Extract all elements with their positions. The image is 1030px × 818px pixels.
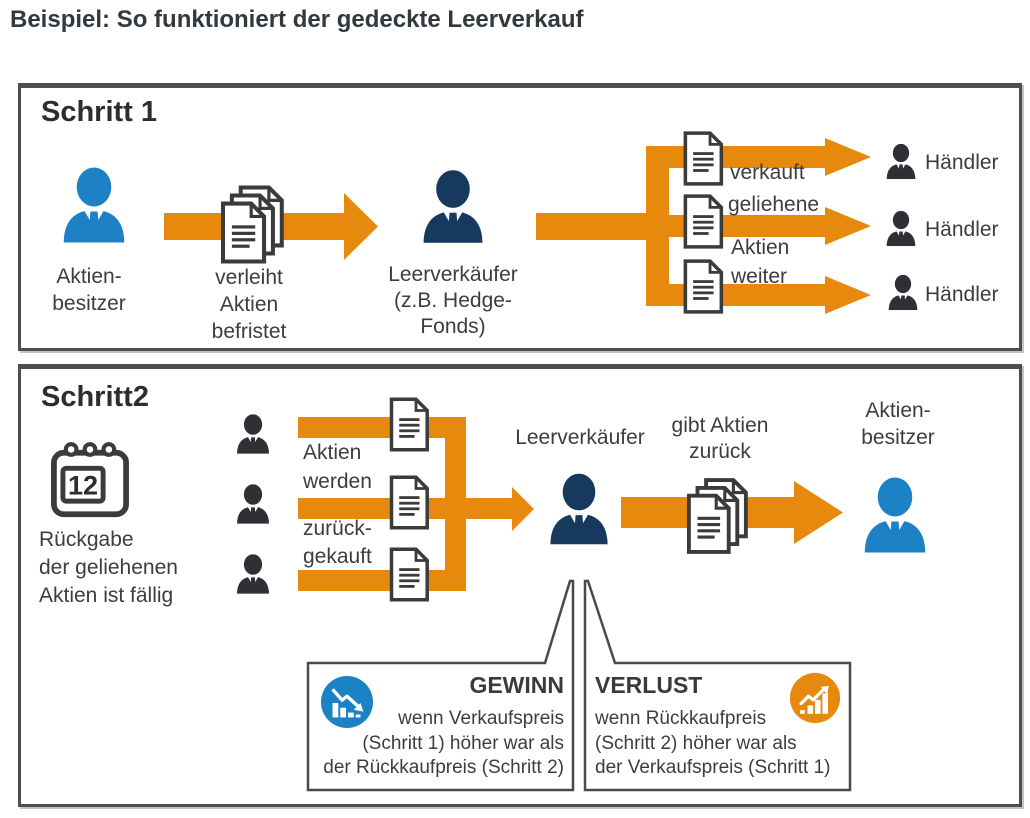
trader-person-icon xyxy=(884,202,918,255)
buyback-word: Aktien xyxy=(303,441,362,464)
trader-label: Händler xyxy=(925,151,999,174)
sell-word: geliehene xyxy=(728,193,820,216)
sell-word: weiter xyxy=(731,265,788,288)
schritt2-panel: Schritt2 12 Rückgabe der geliehenen Akti… xyxy=(18,364,1022,807)
shareholder-label: Aktien- besitzer xyxy=(52,265,126,315)
schritt1-panel: Schritt 1 Aktien- besitzer verleiht Akti… xyxy=(18,83,1022,351)
lend-label: verleiht Aktien befristet xyxy=(211,266,287,343)
shareholder-person-icon xyxy=(58,148,130,262)
short-seller-label: Leerverkäufer xyxy=(515,426,645,449)
gewinn-title: GEWINN xyxy=(469,672,564,698)
document-icon xyxy=(388,547,430,602)
buyback-word: werden xyxy=(303,470,372,493)
gewinn-text: GEWINN wenn Verkaufspreis (Schritt 1) hö… xyxy=(315,672,564,781)
verlust-text: VERLUST wenn Rückkaufpreis (Schritt 2) h… xyxy=(595,672,845,781)
gewinn-callout-box xyxy=(306,579,575,792)
declining-chart-icon xyxy=(320,675,374,729)
document-icon xyxy=(388,475,430,530)
document-stack-icon xyxy=(219,184,285,265)
buyback-word: zurück- xyxy=(303,517,372,540)
schritt2-heading: Schritt2 xyxy=(41,381,149,413)
document-icon xyxy=(388,397,430,452)
sell-word: verkauft xyxy=(730,161,805,184)
shareholder-person-icon xyxy=(859,459,931,571)
trader-person-icon xyxy=(234,475,272,533)
rising-chart-icon xyxy=(789,672,841,724)
calendar-icon: 12 xyxy=(49,439,131,519)
verlust-title: VERLUST xyxy=(595,672,703,698)
verlust-callout-box xyxy=(583,579,852,792)
trader-label: Händler xyxy=(925,283,999,306)
document-stack-icon xyxy=(685,476,749,556)
trader-label: Händler xyxy=(925,218,999,241)
document-icon xyxy=(681,131,725,186)
trader-person-icon xyxy=(886,266,920,319)
schritt1-heading: Schritt 1 xyxy=(41,96,158,128)
sell-word: Aktien xyxy=(731,236,790,259)
short-seller-person-icon xyxy=(545,453,613,565)
shareholder-label: Aktien- besitzer xyxy=(861,399,935,449)
short-seller-label: Leerverkäufer (z.B. Hedge- Fonds) xyxy=(388,263,518,338)
trader-person-icon xyxy=(234,405,272,463)
document-icon xyxy=(681,259,725,314)
buyback-word: gekauft xyxy=(303,545,372,568)
trader-person-icon xyxy=(884,135,918,188)
due-label: Rückgabe der geliehenen Aktien ist fälli… xyxy=(39,528,178,607)
short-seller-person-icon xyxy=(418,151,488,262)
give-back-label: gibt Aktien zurück xyxy=(671,414,769,463)
page-title: Beispiel: So funktioniert der gedeckte L… xyxy=(10,6,584,33)
document-icon xyxy=(681,194,725,249)
trader-person-icon xyxy=(234,545,272,603)
calendar-day: 12 xyxy=(68,471,98,501)
